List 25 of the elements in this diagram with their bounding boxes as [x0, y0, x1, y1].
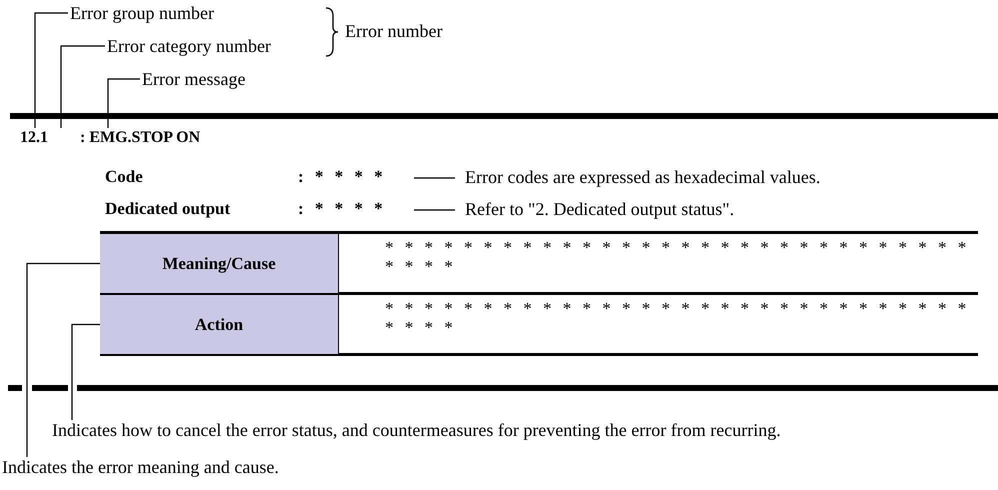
table-cell-text: * * * * * * * * * * * * * * * * * * * * * * * * * * * * * * * * * * — [385, 299, 971, 339]
note-text: Error codes are expressed as hexadecimal values. — [465, 166, 935, 188]
field-name: Dedicated output — [105, 198, 232, 220]
leader-text: Error category number — [107, 35, 302, 57]
leader-line — [60, 45, 105, 128]
code-value: : * * * * — [298, 166, 410, 188]
leader-line — [71, 324, 100, 420]
leader-line — [414, 177, 455, 179]
bracket-label: Error number — [345, 20, 444, 42]
leader-line — [26, 262, 100, 457]
note-text: Refer to "2. Dedicated output status". — [465, 198, 935, 220]
leader-line — [107, 78, 140, 128]
leader-line — [34, 12, 68, 128]
note-text: Indicates how to cancel the error status, and countermeasures for preventing the error from recurring. — [52, 418, 952, 442]
output-value: : * * * * — [298, 198, 410, 220]
header-cell: Meaning/Cause — [100, 234, 338, 293]
leader-line — [414, 209, 455, 211]
note-text: Indicates the error meaning and cause. — [2, 455, 502, 479]
field-name: Code — [105, 166, 144, 188]
leader-text: Error message — [142, 68, 262, 90]
error-number: 12.1 — [20, 128, 60, 148]
header-cell: Action — [100, 295, 338, 354]
table-cell-text: * * * * * * * * * * * * * * * * * * * * * * * * * * * * * * * * * * — [385, 238, 971, 278]
leader-text: Error group number — [70, 2, 230, 24]
error-message: : EMG.STOP ON — [80, 128, 280, 148]
